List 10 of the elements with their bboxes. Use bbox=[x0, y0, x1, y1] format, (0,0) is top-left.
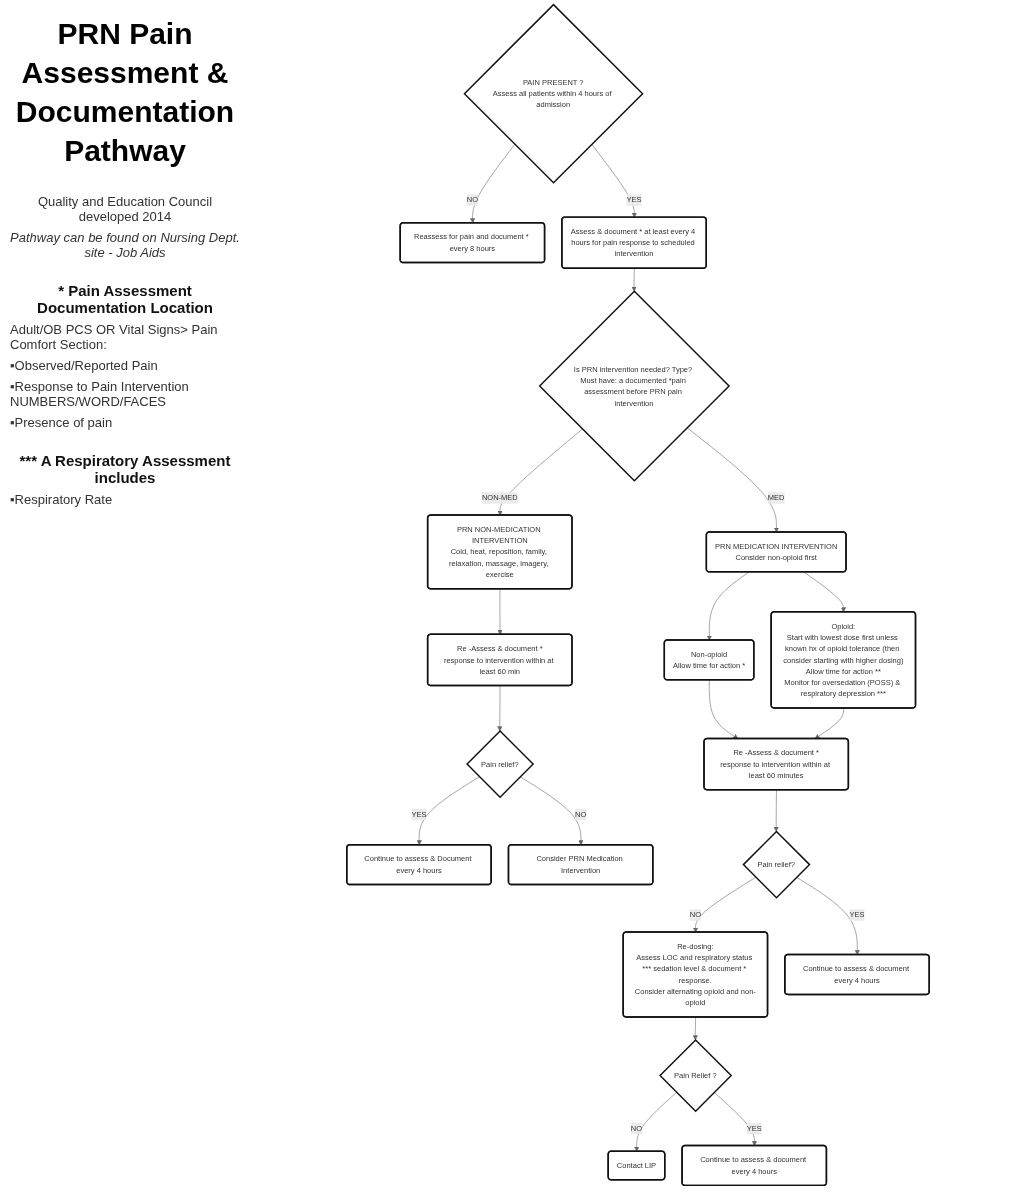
note-text: ▪Presence of pain bbox=[10, 415, 114, 430]
note-heading: *** A Respiratory Assessment includes bbox=[18, 452, 232, 486]
note-text: Adult/OB PCS OR Vital Signs> Pain Comfort Section: bbox=[10, 322, 219, 352]
note-text: Quality and Education Council developed 2014 bbox=[36, 194, 214, 224]
title: PRN Pain Assessment & Documentation Pathway bbox=[14, 16, 236, 169]
note-heading: * Pain Assessment Documentation Location bbox=[36, 282, 214, 316]
note-text: ▪Respiratory Rate bbox=[10, 492, 114, 507]
note-text: ▪Response to Pain Intervention NUMBERS/WORD/FACES bbox=[10, 379, 190, 409]
note-text: Pathway can be found on Nursing Dept. site - Job Aids bbox=[10, 230, 240, 260]
note-text: ▪Observed/Reported Pain bbox=[10, 358, 159, 373]
